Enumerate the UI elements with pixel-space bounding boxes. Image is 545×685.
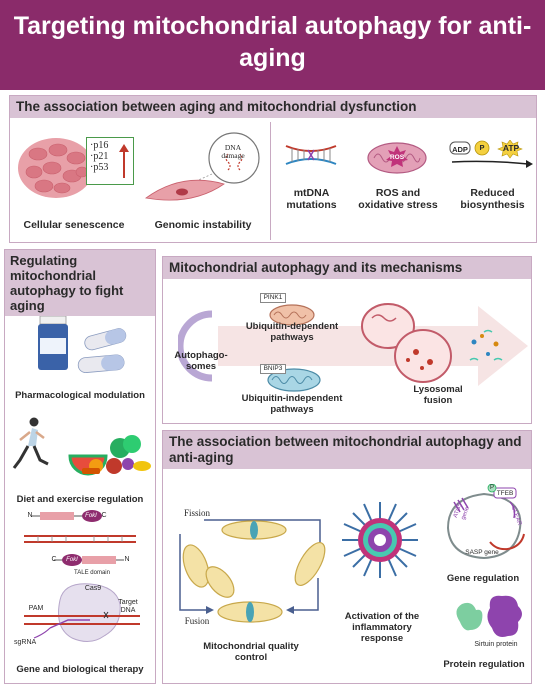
- marker-p21: ·p21: [90, 151, 109, 162]
- runner-icon: [12, 417, 49, 469]
- tfeb-phosphate-label: P: [489, 485, 494, 491]
- label-ubiquitin-dependent: Ubiquitin-dependent pathways: [245, 321, 339, 343]
- sgrna-label: sgRNA: [14, 639, 37, 646]
- ros-mitochondrion-illustration: [367, 142, 427, 174]
- senescence-tissue-illustration: [18, 138, 94, 198]
- talen-n-label-2: N: [124, 556, 130, 563]
- adp-label: ADP: [452, 145, 468, 154]
- up-arrow-icon: [119, 144, 129, 178]
- sasp-gene-label: SASP gene: [465, 549, 499, 556]
- fission-fusion-cycle-illustration: [179, 519, 326, 623]
- cas9-label: Cas9: [84, 585, 102, 592]
- marker-p16: ·p16: [90, 140, 109, 151]
- genomic-instability-illustration: [144, 132, 260, 201]
- tale-domain-label: TALE domain: [74, 570, 110, 576]
- atp-label: ATP: [502, 143, 520, 153]
- mechanism-flow-arrow: [178, 303, 528, 386]
- bnip3-mitochondrion-illustration: [267, 368, 321, 392]
- panel-autophagy-anti-aging: The association between mitochondrial au…: [162, 430, 532, 684]
- dna-damage-label: DNA damage: [221, 143, 245, 160]
- talen-c-label-2: C: [51, 556, 57, 563]
- talen-n-label-1: N: [27, 512, 33, 519]
- title-banner: Targeting mitochondrial autophagy for an…: [0, 0, 545, 90]
- pink1-label: PINK1: [260, 293, 286, 303]
- bnip3-label: BNIP3: [260, 364, 286, 374]
- label-autophagosomes: Autophago-somes: [174, 350, 228, 372]
- talen-illustration: [24, 510, 136, 566]
- pills-illustration: [38, 316, 127, 374]
- sirtuin-protein-illustration: [456, 595, 522, 637]
- tfeb-label: TFEB: [496, 490, 514, 497]
- atp-synthesis-illustration: [449, 140, 533, 168]
- panel1-divider: [270, 122, 271, 240]
- fission-label: Fission: [183, 508, 210, 518]
- healthy-food-illustration: [68, 435, 151, 476]
- label-protein-regulation: Protein regulation: [443, 659, 525, 670]
- panel1-heading: The association between aging and mitoch…: [10, 96, 536, 118]
- inflammasome-illustration: [342, 502, 418, 578]
- pam-label: PAM: [28, 605, 44, 612]
- pink1-mitochondrion-illustration: [269, 304, 315, 326]
- caption-genomic-instability: Genomic instability: [154, 219, 252, 231]
- foki-label-2: FokI: [66, 557, 78, 563]
- foki-label-1: FokI: [85, 513, 97, 519]
- page-title: Targeting mitochondrial autophagy for an…: [13, 12, 532, 72]
- label-lysosomal-fusion: Lysosomal fusion: [413, 384, 463, 406]
- crispr-cas9-illustration: [24, 583, 140, 642]
- caption-gene-biological-therapy: Gene and biological therapy: [16, 664, 144, 675]
- talen-c-label-1: C: [101, 512, 107, 519]
- senescence-marker-box: ·p16 ·p21 ·p53: [86, 137, 134, 185]
- phosphate-label: P: [479, 143, 485, 152]
- target-dna-label: Target DNA: [118, 599, 138, 614]
- sirtuin-protein-label: Sirtuin protein: [474, 641, 518, 648]
- marker-p53: ·p53: [90, 162, 109, 173]
- fusion-label: Fusion: [184, 616, 210, 626]
- label-ubiquitin-independent: Ubiquitin-independent pathways: [241, 393, 343, 415]
- mtdna-illustration: [285, 145, 337, 165]
- panel2-heading: Regulating mitochondrial autophagy to fi…: [5, 250, 155, 316]
- panel3-heading: Mitochondrial autophagy and its mechanis…: [163, 257, 531, 279]
- caption-cellular-senescence: Cellular senescence: [23, 219, 125, 231]
- caption-pharmacological-modulation: Pharmacological modulation: [15, 390, 145, 401]
- gene-regulation-illustration: [446, 484, 525, 560]
- ros-badge: ROS: [389, 154, 405, 161]
- caption-reduced-biosynthesis: Reduced biosynthesis: [460, 187, 525, 211]
- label-mito-quality-control: Mitochondrial quality control: [203, 641, 299, 663]
- panel4-heading: The association between mitochondrial au…: [163, 431, 531, 469]
- label-gene-regulation: Gene regulation: [446, 573, 520, 584]
- label-inflammatory-response: Activation of the inflammatory response: [344, 611, 420, 644]
- caption-mtdna-mutations: mtDNA mutations: [286, 187, 337, 211]
- caption-ros-oxidative-stress: ROS and oxidative stress: [358, 187, 438, 211]
- caption-diet-exercise: Diet and exercise regulation: [16, 494, 144, 505]
